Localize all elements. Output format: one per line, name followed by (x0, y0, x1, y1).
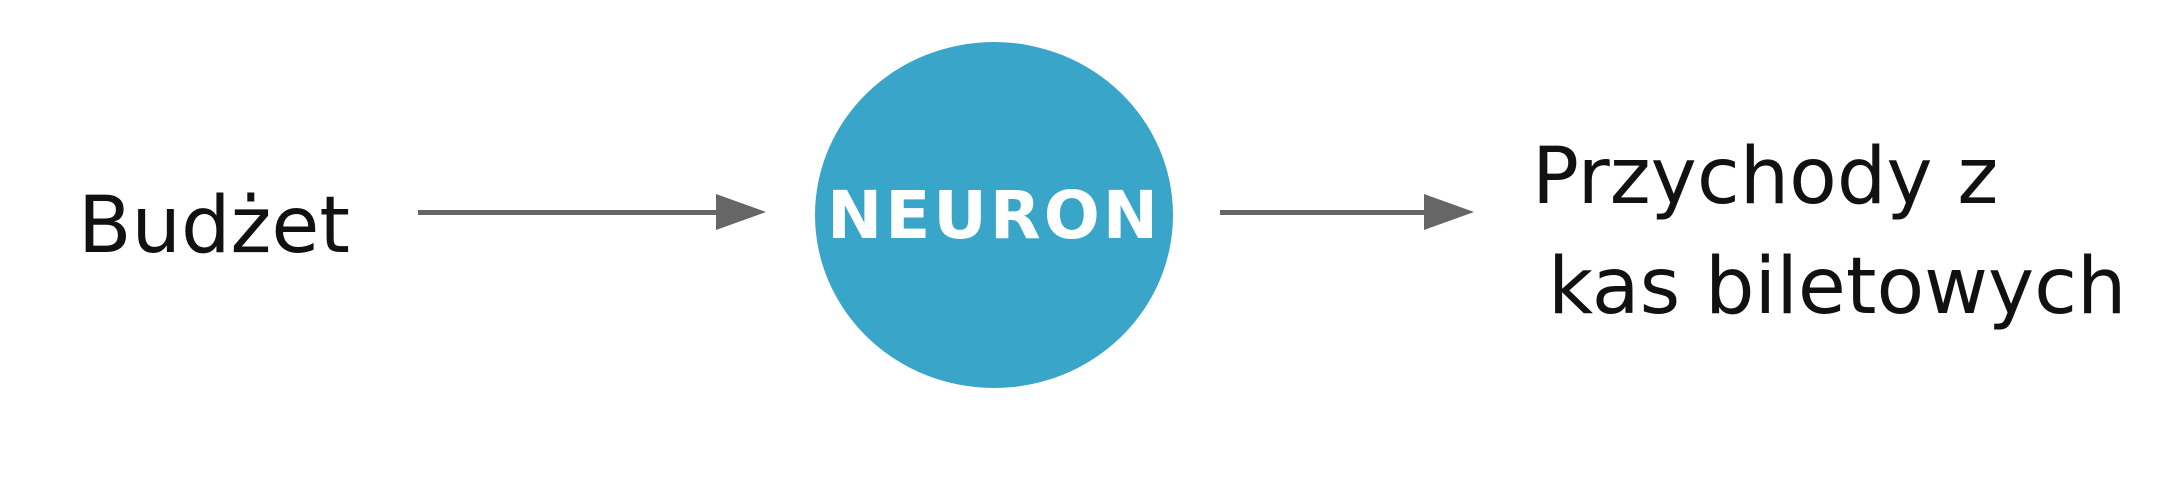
input-arrow (418, 192, 766, 232)
input-arrow-shaft (418, 210, 720, 215)
input-label: Budżet (78, 181, 350, 271)
output-label-line-2: kas biletowych (1548, 242, 2127, 332)
input-arrow-head (716, 194, 766, 230)
output-label: Przychody z kas biletowych (1532, 122, 2126, 342)
neuron-label: NEURON (826, 176, 1162, 254)
output-arrow (1220, 192, 1474, 232)
output-arrow-head (1424, 194, 1474, 230)
output-label-line-1: Przychody z (1532, 132, 1999, 222)
neuron-node: NEURON (815, 42, 1173, 388)
output-arrow-shaft (1220, 210, 1428, 215)
